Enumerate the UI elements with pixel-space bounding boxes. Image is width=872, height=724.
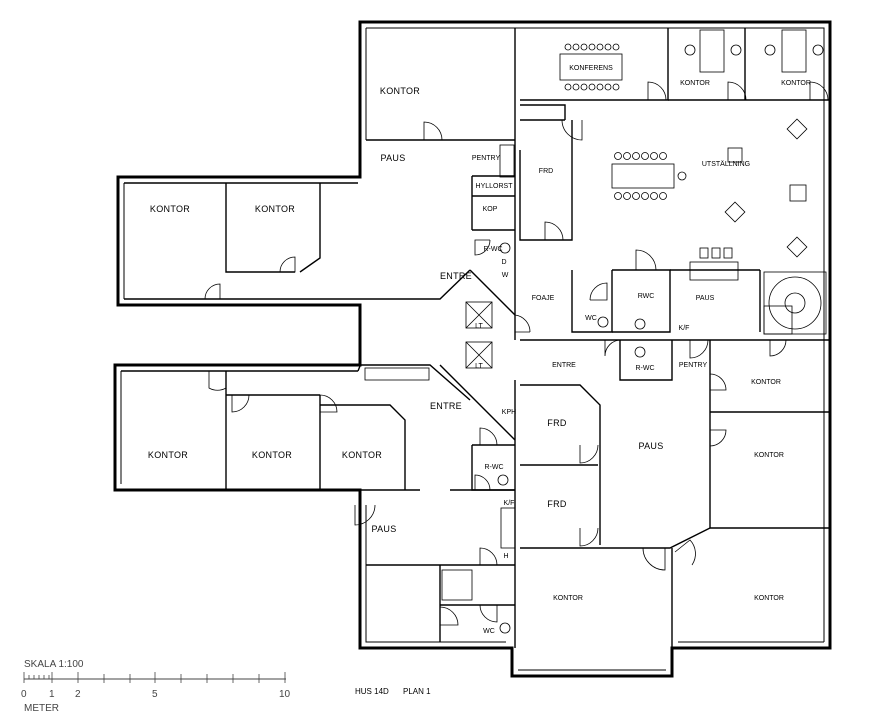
room-label-kf: K/F bbox=[679, 325, 690, 332]
room-label-rwc: R-WC bbox=[483, 246, 502, 253]
room-label-kontor: KONTOR bbox=[380, 86, 420, 96]
scale-unit: METER bbox=[24, 703, 59, 714]
scale-bar: SKALA 1:100 0 1 2 5 10 METER bbox=[21, 659, 291, 714]
room-label-kontor: KONTOR bbox=[754, 595, 784, 602]
room-label-kontor: KONTOR bbox=[553, 595, 583, 602]
room-label-entre: ENTRE bbox=[430, 401, 462, 411]
furniture bbox=[364, 29, 827, 634]
doors bbox=[204, 81, 829, 626]
room-label-kf: K/F bbox=[504, 500, 515, 507]
room-label-kontor: KONTOR bbox=[150, 204, 190, 214]
building-label: HUS 14D bbox=[355, 687, 389, 696]
room-label-paus: PAUS bbox=[371, 524, 396, 534]
room-label-frd: FRD bbox=[547, 499, 567, 509]
room-label-foaje: FOAJE bbox=[532, 295, 555, 302]
room-label-kontor: KONTOR bbox=[252, 450, 292, 460]
internal-walls bbox=[121, 28, 830, 648]
room-label-lt: LT bbox=[475, 363, 483, 370]
scale-tick-5: 5 bbox=[152, 689, 158, 700]
room-label-kontor: KONTOR bbox=[754, 452, 784, 459]
room-label-kontor: KONTOR bbox=[781, 80, 811, 87]
plan-footer: HUS 14D PLAN 1 bbox=[355, 687, 431, 696]
room-label-utstallning: UTSTÄLLNING bbox=[702, 160, 750, 168]
room-label-kop: KOP bbox=[483, 206, 498, 213]
scale-tick-0: 0 bbox=[21, 689, 27, 700]
scale-tick-1: 1 bbox=[49, 689, 55, 700]
room-label-paus: PAUS bbox=[696, 295, 715, 302]
room-label-h: H bbox=[503, 553, 508, 560]
plan-label: PLAN 1 bbox=[403, 687, 431, 696]
room-label-wc: WC bbox=[585, 315, 597, 322]
room-label-kontor: KONTOR bbox=[751, 379, 781, 386]
scale-tick-2: 2 bbox=[75, 689, 81, 700]
room-label-kph: KPH bbox=[502, 409, 516, 416]
room-label-frd: FRD bbox=[547, 418, 567, 428]
scale-tick-10: 10 bbox=[279, 689, 291, 700]
room-label-konferens: KONFERENS bbox=[569, 65, 613, 72]
room-label-kontor: KONTOR bbox=[680, 80, 710, 87]
room-label-entre: ENTRE bbox=[552, 362, 576, 369]
room-label-lt: LT bbox=[475, 323, 483, 330]
room-label-kontor: KONTOR bbox=[255, 204, 295, 214]
room-label-wc: WC bbox=[483, 628, 495, 635]
room-labels: KONTOR PAUS PENTRY FRD HYLLORST KOP R-WC… bbox=[148, 65, 811, 635]
room-label-d: D bbox=[501, 259, 506, 266]
room-label-pentry: PENTRY bbox=[472, 155, 501, 162]
room-label-w: W bbox=[502, 272, 509, 279]
room-label-frd: FRD bbox=[539, 168, 553, 175]
room-label-paus: PAUS bbox=[638, 441, 663, 451]
room-label-kontor: KONTOR bbox=[148, 450, 188, 460]
room-label-paus: PAUS bbox=[380, 153, 405, 163]
room-label-pentry: PENTRY bbox=[679, 362, 708, 369]
room-label-entre: ENTRE bbox=[440, 271, 472, 281]
room-label-rwc: RWC bbox=[638, 293, 655, 300]
room-label-rwc: R-WC bbox=[635, 365, 654, 372]
scale-title: SKALA 1:100 bbox=[24, 659, 84, 670]
room-label-rwc: R-WC bbox=[484, 464, 503, 471]
room-label-kontor: KONTOR bbox=[342, 450, 382, 460]
room-label-hyllorst: HYLLORST bbox=[476, 183, 514, 190]
